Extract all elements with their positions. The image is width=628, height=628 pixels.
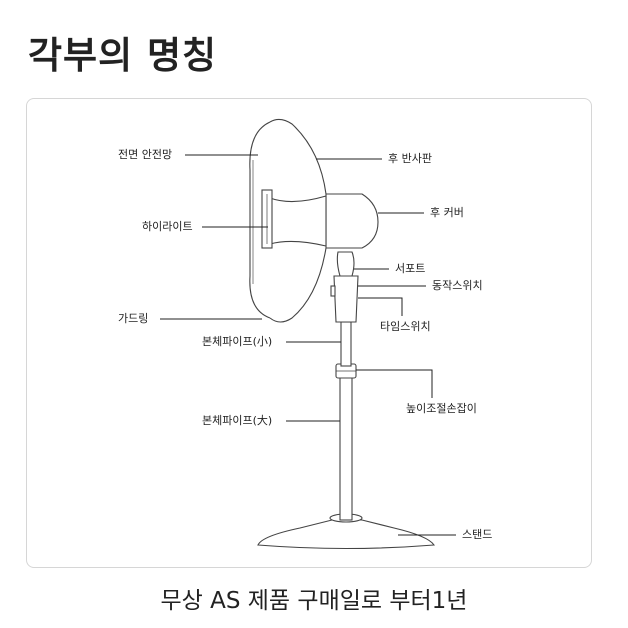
operation-switch-knob: [330, 285, 336, 297]
support-neck: [336, 251, 355, 277]
label-front-guard: 전면 안전망: [118, 148, 172, 161]
label-support: 서포트: [395, 262, 425, 275]
label-timer-switch: 타임스위치: [380, 320, 431, 333]
label-guard-ring: 가드링: [118, 312, 148, 325]
guard-ring-rim: [249, 121, 271, 319]
body-pipe-large: [339, 375, 353, 521]
label-rear-cover: 후 커버: [430, 206, 464, 219]
stand-base: [257, 519, 435, 550]
label-operation-switch: 동작스위치: [432, 279, 483, 292]
warranty-footer: 무상 AS 제품 구매일로 부터1년: [160, 588, 468, 614]
label-highlight: 하이라이트: [142, 219, 193, 233]
body-pipe-small: [340, 321, 352, 367]
label-height-adjust-knob: 높이조절손잡이: [406, 402, 477, 415]
label-body-pipe-small: 본체파이프(小): [202, 335, 272, 348]
diagram-frame: [26, 98, 592, 568]
rear-cover: [325, 193, 379, 249]
fan-illustration: [249, 118, 435, 550]
label-stand: 스탠드: [462, 528, 492, 541]
switch-housing: [333, 275, 359, 323]
label-body-pipe-large: 본체파이프(大): [202, 413, 272, 427]
page-title: 각부의 명칭: [28, 34, 218, 77]
front-guard-dish: [269, 118, 327, 323]
label-rear-reflector: 후 반사판: [388, 152, 432, 165]
highlight-cone: [269, 195, 327, 247]
